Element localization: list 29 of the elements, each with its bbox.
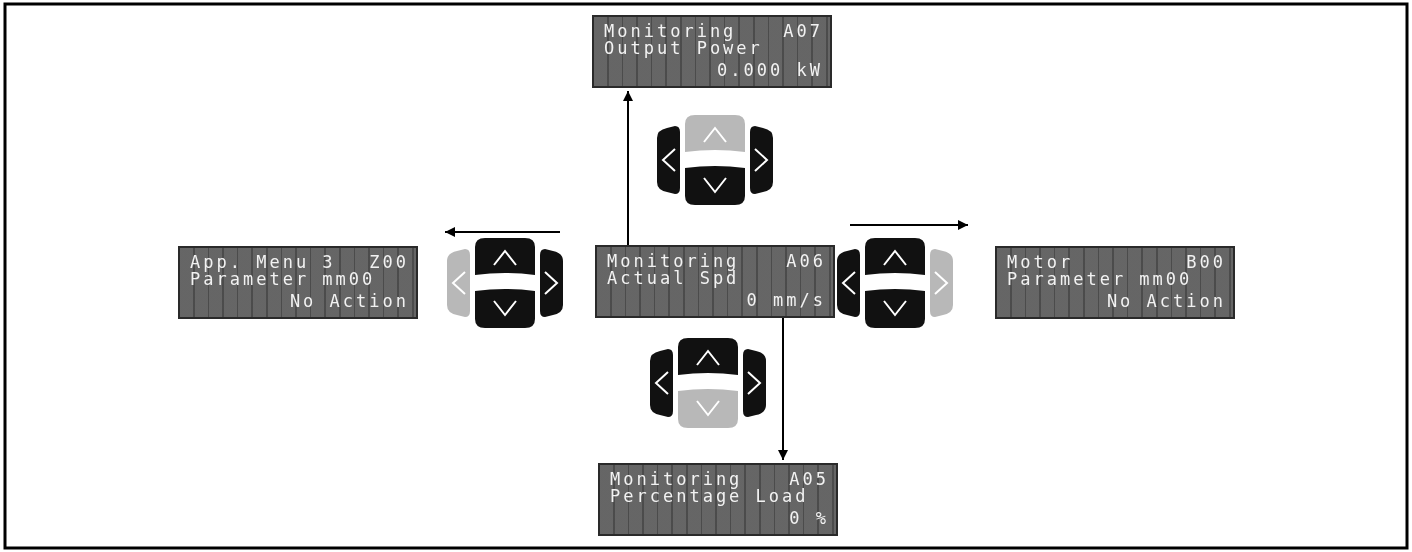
arrow [444,227,561,237]
display-code: A05 [789,471,829,488]
display-heading: Monitoring [604,23,737,40]
lcd-display [592,15,832,88]
display-heading: Monitoring [610,471,743,488]
display-value: No Action [289,293,409,310]
display-value: 0.000 kW [717,62,823,79]
lcd-display [995,246,1235,319]
display-parameter: Output Power [604,40,763,57]
display-code: A06 [786,253,826,270]
arrow [849,220,969,230]
display-heading: App. Menu 3 [190,254,336,271]
arrow [623,90,633,246]
display-parameter: Parameter mm00 [1007,271,1193,288]
display-heading: Monitoring [607,253,740,270]
display-code: Z00 [369,254,409,271]
lcd-display [595,245,835,318]
display-value: 0 mm/s [746,292,826,309]
display-code: B00 [1186,254,1226,271]
display-heading: Motor [1007,254,1074,271]
display-code: A07 [783,23,823,40]
lcd-display [178,246,418,319]
display-value: No Action [1106,293,1226,310]
display-value: 0 % [789,510,829,527]
arrow [778,317,788,461]
display-parameter: Actual Spd [607,270,740,287]
display-parameter: Percentage Load [610,488,809,505]
lcd-display [598,463,838,536]
display-parameter: Parameter mm00 [190,271,376,288]
